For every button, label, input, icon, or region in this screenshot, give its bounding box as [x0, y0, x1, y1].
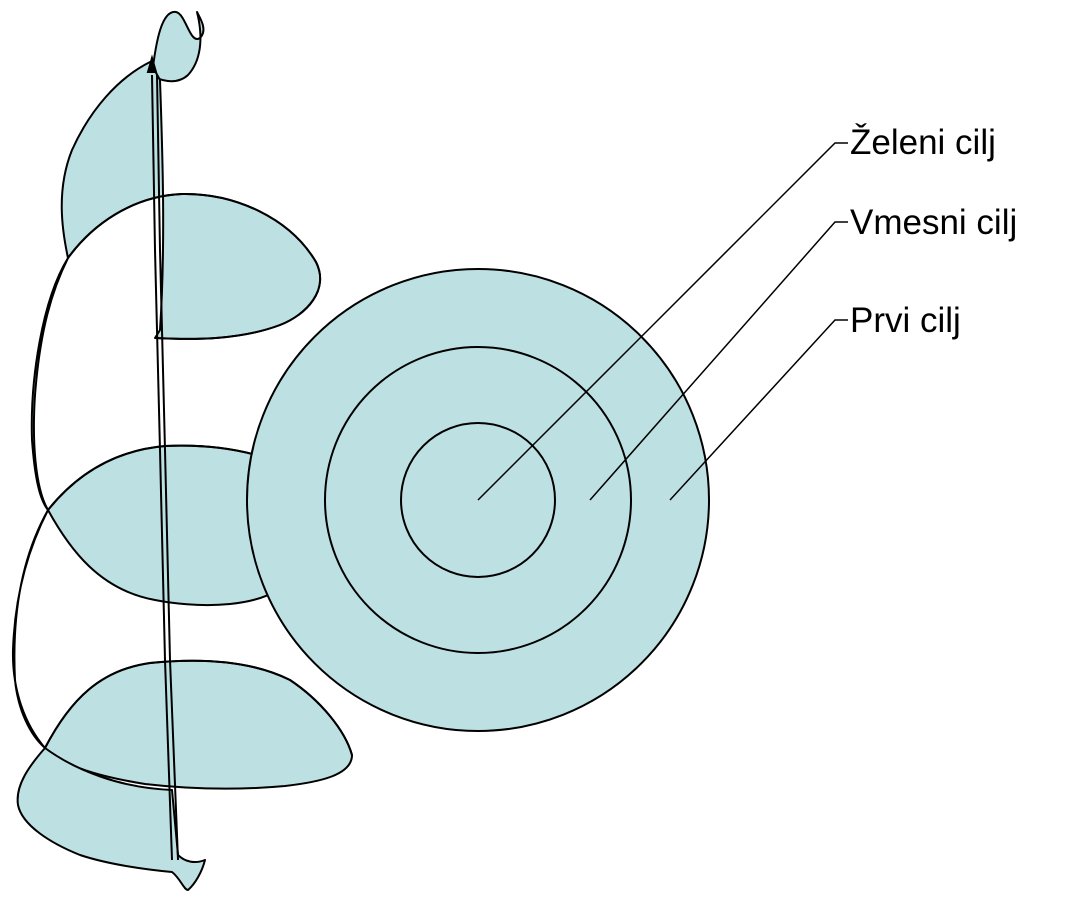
axis-lines — [146, 54, 179, 861]
vertical-axis-line-2 — [156, 74, 179, 861]
leader-line-desired — [477, 142, 848, 501]
spiral-band-1 — [60, 61, 322, 340]
spiral-path — [11, 11, 353, 891]
label-desired-goal: Želeni cilj — [850, 123, 996, 162]
leader-line-first — [669, 319, 848, 501]
band-3-upper-edge — [44, 659, 353, 756]
vertical-axis-line — [151, 74, 173, 861]
label-intermediate-goal: Vmesni cilj — [850, 203, 1017, 242]
label-first-goal: Prvi cilj — [850, 301, 961, 340]
leader-lines — [477, 142, 848, 501]
arrow-head-top — [146, 54, 158, 73]
band-1-upper-edge — [67, 192, 322, 340]
spiral-bottom-tail — [16, 747, 206, 891]
spiral-top-tail — [151, 11, 205, 83]
leader-line-intermediate — [589, 221, 848, 501]
